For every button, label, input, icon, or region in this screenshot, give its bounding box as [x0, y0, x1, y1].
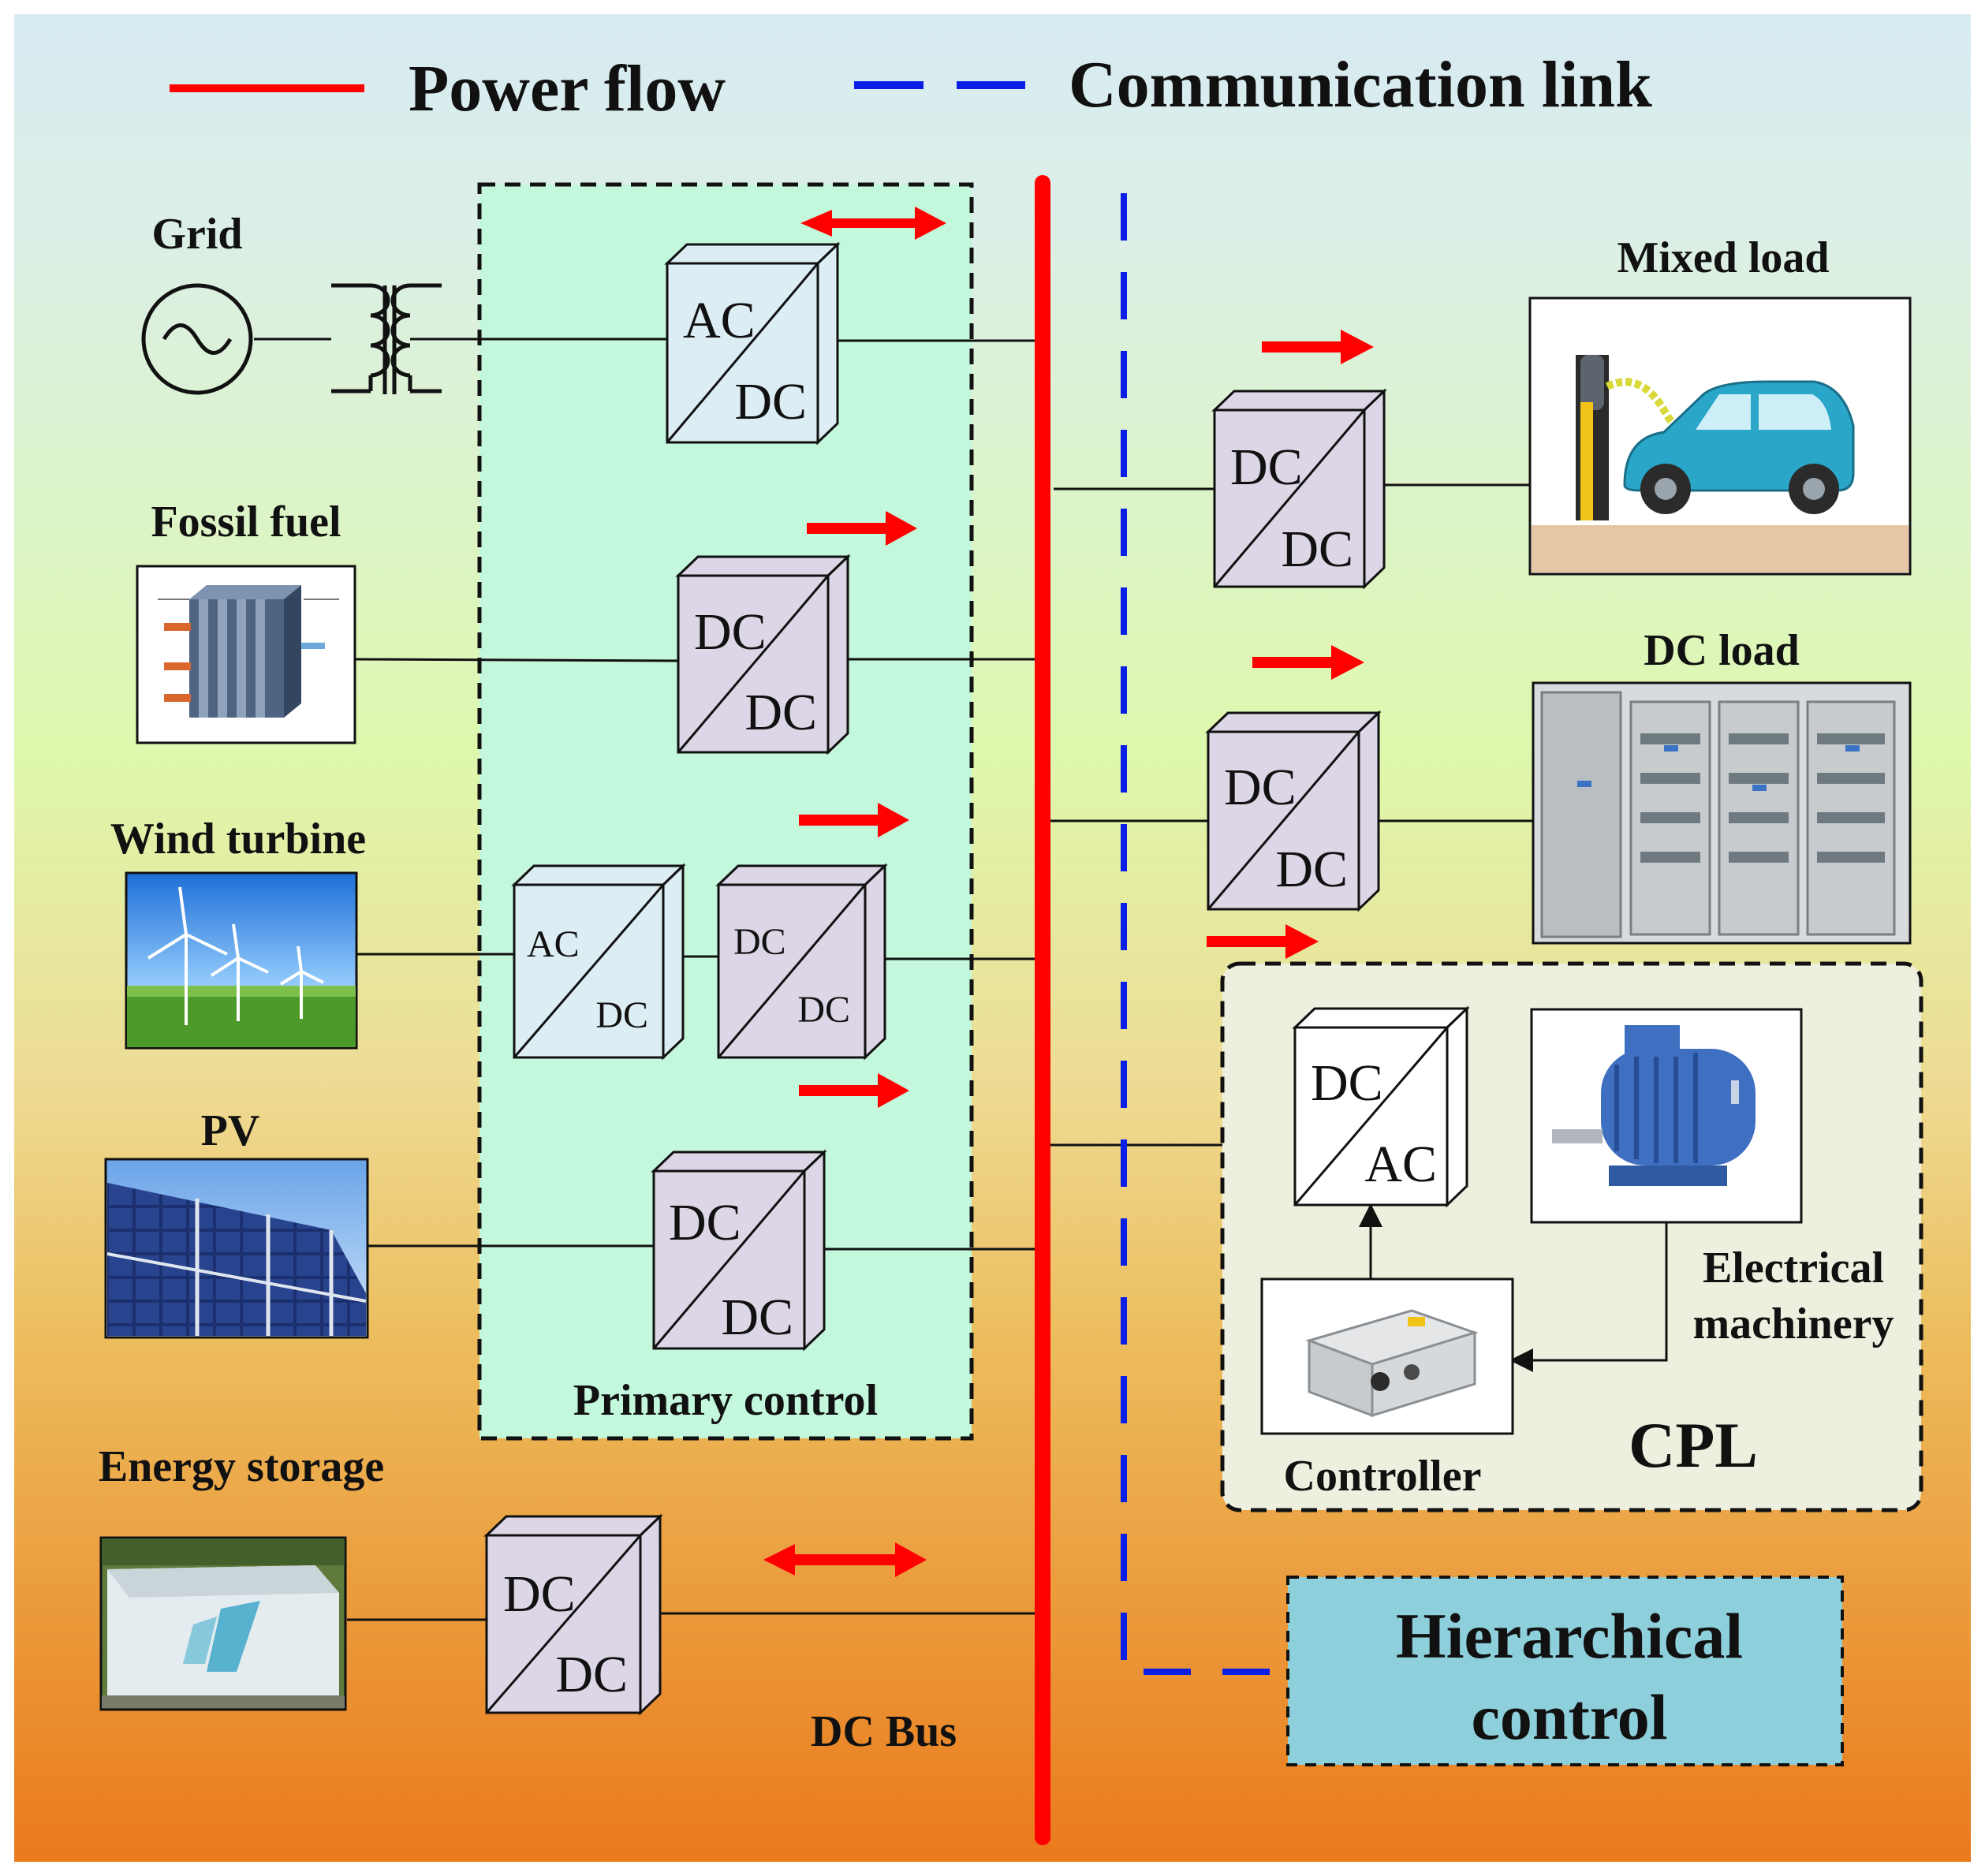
dc-bus-label: DC Bus: [811, 1707, 957, 1756]
storage-dc-dc-converter: DC DC: [483, 1513, 663, 1716]
wind-rectifier-bottom-label: DC: [595, 994, 648, 1036]
mixed-load-converter-top-label: DC: [1230, 438, 1303, 496]
wind-turbine-image: [125, 871, 358, 1050]
wind-dc-dc-converter: DC DC: [715, 863, 888, 1061]
storage-bidirectional-arrow: [763, 1542, 927, 1577]
wiring: [254, 338, 1668, 1621]
transformer-icon: [331, 283, 442, 394]
mixed-load-label: Mixed load: [1617, 233, 1829, 282]
electrical-machinery-image: [1530, 1008, 1803, 1224]
grid-converter-bottom-label: DC: [734, 373, 807, 431]
pv-label: PV: [201, 1106, 260, 1155]
grid-converter-top-label: AC: [683, 292, 756, 349]
pv-dc-dc-converter: DC DC: [651, 1149, 827, 1352]
wind-flow-arrow: [799, 803, 909, 837]
fossil-flow-arrow: [807, 511, 917, 546]
storage-converter-top-label: DC: [503, 1565, 576, 1623]
cpl-flow-arrow: [1207, 924, 1319, 959]
pv-converter-top-label: DC: [669, 1194, 741, 1251]
storage-converter-bottom-label: DC: [555, 1646, 628, 1703]
pv-image: [104, 1158, 369, 1339]
legend: Power flow Communication link: [170, 48, 1652, 125]
energy-storage-label: Energy storage: [99, 1442, 384, 1491]
cpl-label: CPL: [1629, 1409, 1758, 1481]
cpl-inverter-bottom-label: AC: [1364, 1136, 1437, 1193]
dc-load-converter-bottom-label: DC: [1275, 841, 1348, 898]
electrical-machinery-label-line2: machinery: [1692, 1300, 1894, 1348]
mixed-load-image: [1528, 297, 1912, 576]
communication-link-legend-label: Communication link: [1069, 48, 1652, 121]
controller-image: [1260, 1277, 1514, 1435]
hierarchical-control-line1: Hierarchical: [1396, 1600, 1743, 1672]
mixed-load-converter-bottom-label: DC: [1281, 520, 1353, 578]
wind-rectifier-top-label: AC: [527, 923, 580, 965]
cpl-dc-ac-inverter: DC AC: [1292, 1005, 1470, 1208]
fossil-dc-dc-converter: DC DC: [675, 554, 851, 755]
grid-label: Grid: [151, 210, 242, 259]
fossil-converter-bottom-label: DC: [744, 684, 817, 741]
wind-dcdc-bottom-label: DC: [797, 989, 850, 1031]
electrical-machinery-label-line1: Electrical: [1703, 1244, 1884, 1292]
fossil-converter-top-label: DC: [694, 603, 767, 661]
hierarchical-control-box: [1286, 1576, 1844, 1766]
wind-dcdc-top-label: DC: [733, 921, 786, 963]
cpl-inverter-top-label: DC: [1311, 1054, 1383, 1112]
dc-load-converter-top-label: DC: [1224, 759, 1297, 816]
energy-storage-image: [99, 1536, 347, 1711]
mixed-load-flow-arrow: [1262, 330, 1374, 364]
wind-turbine-label: Wind turbine: [110, 815, 366, 863]
dc-load-flow-arrow: [1252, 645, 1364, 680]
dc-load-label: DC load: [1644, 626, 1800, 675]
power-flow-arrows: [763, 207, 1374, 1577]
grid-source-icon: [141, 283, 253, 395]
fossil-fuel-label: Fossil fuel: [151, 498, 341, 546]
communication-link: [1121, 193, 1285, 1675]
wind-ac-dc-converter: AC DC: [511, 863, 686, 1061]
dc-load-image: [1532, 681, 1912, 945]
pv-converter-bottom-label: DC: [721, 1289, 793, 1346]
fossil-fuel-image: [136, 565, 356, 744]
grid-bidirectional-arrow: [800, 207, 946, 240]
controller-label: Controller: [1284, 1452, 1482, 1501]
grid-ac-dc-converter: AC DC: [664, 241, 841, 446]
pv-flow-arrow: [799, 1073, 909, 1108]
dc-load-dc-dc-converter: DC DC: [1205, 710, 1382, 912]
mixed-load-dc-dc-converter: DC DC: [1211, 388, 1387, 590]
primary-control-label: Primary control: [573, 1376, 878, 1425]
hierarchical-control-line2: control: [1471, 1681, 1667, 1753]
power-flow-legend-label: Power flow: [409, 52, 726, 125]
